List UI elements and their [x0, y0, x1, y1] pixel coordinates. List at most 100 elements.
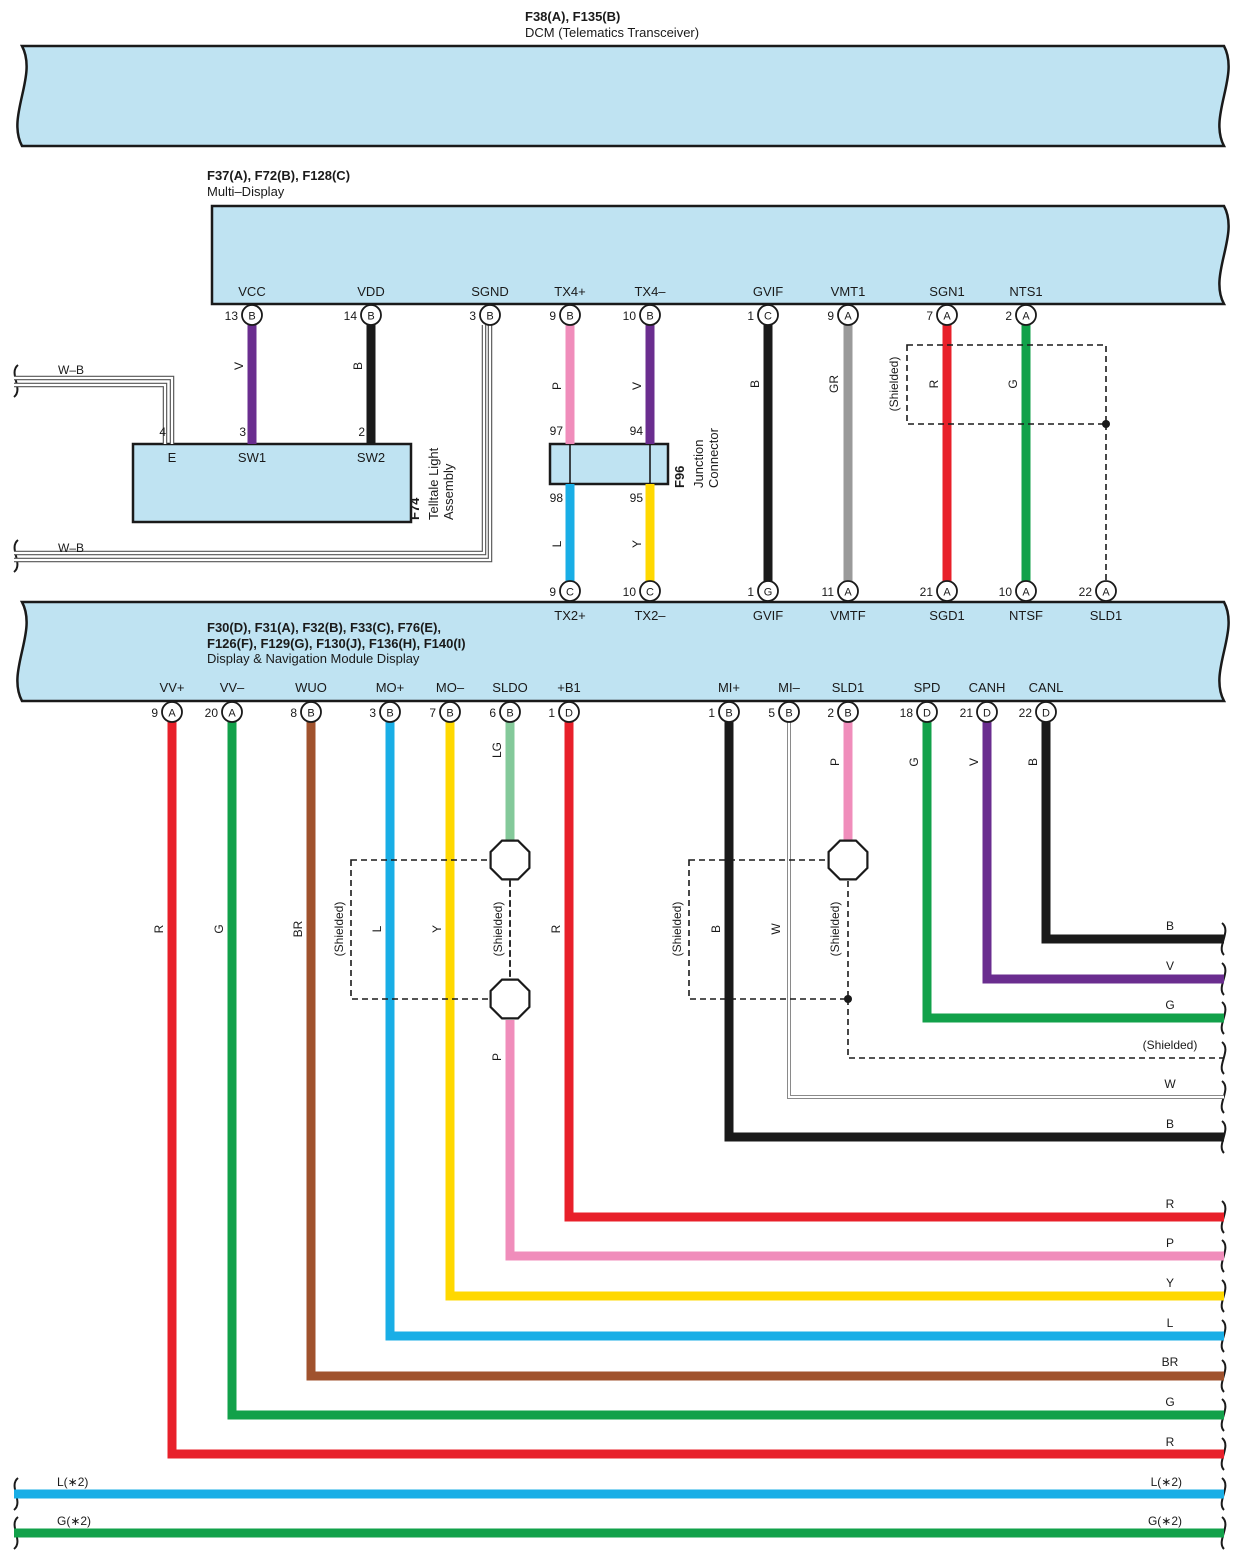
- lower-wire-label-11: V: [967, 758, 981, 766]
- md-pin-label-tx4+: TX4+: [554, 284, 585, 299]
- md-pin-4-pin-number: 10: [623, 309, 637, 323]
- wire-sgnd-2: [14, 325, 487, 556]
- md-pin-6-connector-letter: A: [844, 311, 852, 323]
- nav-bottom-pin-10-connector-letter: D: [923, 708, 931, 720]
- wire-w-b-upper-2: [14, 382, 168, 444]
- nav-top-pin-label-5: NTSF: [1009, 608, 1043, 623]
- nav-bottom-pin-label-7: MI+: [718, 680, 740, 695]
- nav-bottom-pin-4-connector-letter: B: [446, 708, 453, 720]
- telltale-code: F74: [407, 497, 422, 520]
- nav-bottom-pin-label-8: MI–: [778, 680, 800, 695]
- labels-layer: F38(A), F135(B)DCM (Telematics Transceiv…: [57, 9, 1197, 1528]
- right-wire-label-5: B: [1166, 1117, 1174, 1131]
- nav-top-pin-3-connector-letter: A: [844, 587, 852, 599]
- md-pin-2-terminal: [479, 304, 501, 326]
- nav-bottom-pin-7-terminal: [718, 701, 740, 723]
- side-wire-label-lower: W–B: [58, 541, 84, 555]
- nav-bottom-pin-7-connector-letter: B: [725, 708, 732, 720]
- telltale-pin-label-sw2: SW2: [357, 450, 385, 465]
- nav-bottom-pin-9-terminal: [837, 701, 859, 723]
- wire-label-tx4-minus: V: [630, 382, 644, 390]
- nav-top-pin-1-connector-letter: C: [646, 587, 654, 599]
- nav-top-pin-label-2: GVIF: [753, 608, 783, 623]
- nav-bottom-pin-7-pin-number: 1: [708, 706, 715, 720]
- nav-top-pin-5-connector-letter: A: [1022, 587, 1030, 599]
- md-pin-label-vcc: VCC: [238, 284, 265, 299]
- wires-layer: [14, 325, 1224, 1538]
- nav-top-pin-label-4: SGD1: [929, 608, 964, 623]
- md-pin-7-pin-number: 7: [926, 309, 933, 323]
- lower-wire-label-5: LG: [490, 742, 504, 758]
- md-pin-label-vmt1: VMT1: [831, 284, 866, 299]
- md-pin-5-pin-number: 1: [747, 309, 754, 323]
- right-wire-label-8: Y: [1166, 1276, 1174, 1290]
- nav-bottom-pin-0-connector-letter: A: [168, 708, 176, 720]
- nav-bottom-pin-2-pin-number: 8: [290, 706, 297, 720]
- md-pin-0-connector-letter: B: [248, 311, 255, 323]
- nav-top-pin-4-terminal: [936, 580, 958, 602]
- shield-junction-dot: [1102, 420, 1110, 428]
- md-pin-7-terminal: [936, 304, 958, 326]
- lower-wire-label-1: G: [212, 924, 226, 933]
- nav-top-pin-0-terminal: [559, 580, 581, 602]
- right-wire-label-3: (Shielded): [1143, 1038, 1198, 1052]
- wire-b1: [564, 722, 1224, 1222]
- nav-bottom-pin-3-pin-number: 3: [369, 706, 376, 720]
- wire-label-tx2-plus: L: [550, 540, 564, 547]
- nav-top-pin-label-0: TX2+: [554, 608, 585, 623]
- nav-bottom-pin-label-4: MO–: [436, 680, 465, 695]
- wire-canh: [982, 722, 1224, 984]
- nav-bottom-pin-9-pin-number: 2: [827, 706, 834, 720]
- wire-label-vmt: GR: [827, 375, 841, 393]
- shield-label-mi: (Shielded): [670, 902, 684, 957]
- wire-label-tx2-minus: Y: [630, 540, 644, 548]
- wire-mi-minus: [787, 722, 1224, 1099]
- md-pin-6-pin-number: 9: [827, 309, 834, 323]
- telltale-name-line1: Telltale Light: [426, 447, 441, 520]
- wire-label-sgn: R: [927, 379, 941, 388]
- nav-top-pin-1-terminal: [639, 580, 661, 602]
- nav-bottom-pin-4-pin-number: 7: [429, 706, 436, 720]
- md-pin-3-terminal: [559, 304, 581, 326]
- nav-code-line2: F126(F), F129(G), F130(J), F136(H), F140…: [207, 636, 466, 651]
- lower-wire-label-8: W: [769, 923, 783, 935]
- lower-wire-label-6: R: [549, 924, 563, 933]
- shield-label-upper: (Shielded): [887, 357, 901, 412]
- right-wire-label-10: BR: [1162, 1355, 1179, 1369]
- nav-bottom-pin-5-terminal: [499, 701, 521, 723]
- dcm-code: F38(A), F135(B): [525, 9, 620, 24]
- wire-sldo-splice: [505, 1020, 1224, 1261]
- right-wire-label-4: W: [1164, 1077, 1176, 1091]
- bus-wire-1-right-label: L(∗2): [1151, 1475, 1182, 1489]
- wire-label-tx4-plus: P: [550, 382, 564, 390]
- nav-top-pin-6-connector-letter: A: [1102, 587, 1110, 599]
- nav-bottom-pin-10-pin-number: 18: [900, 706, 914, 720]
- nav-top-pin-1-pin-number: 10: [623, 585, 637, 599]
- md-pin-5-terminal: [757, 304, 779, 326]
- side-wire-label-upper: W–B: [58, 363, 84, 377]
- nav-bottom-pin-label-1: VV–: [220, 680, 245, 695]
- md-pin-0-pin-number: 13: [225, 309, 239, 323]
- wire-label-vdd: B: [351, 362, 365, 370]
- md-pin-1-terminal: [360, 304, 382, 326]
- junction-pin-97: 97: [550, 424, 564, 438]
- telltale-pin-number-1: 3: [239, 425, 246, 439]
- shield-label-sld1: (Shielded): [828, 902, 842, 957]
- nav-bottom-pin-4-terminal: [439, 701, 461, 723]
- telltale-pin-number-0: 4: [159, 425, 166, 439]
- md-pin-label-gvif: GVIF: [753, 284, 783, 299]
- md-pin-3-pin-number: 9: [549, 309, 556, 323]
- right-wire-label-7: P: [1166, 1236, 1174, 1250]
- multi-display-code: F37(A), F72(B), F128(C): [207, 168, 350, 183]
- nav-bottom-pin-0-pin-number: 9: [151, 706, 158, 720]
- lower-wire-label-7: B: [709, 925, 723, 933]
- lower-wire-label-2: BR: [291, 920, 305, 937]
- md-pin-6-terminal: [837, 304, 859, 326]
- wire-label-gvif: B: [748, 380, 762, 388]
- lower-wire-label-3: L: [370, 925, 384, 932]
- junction-pin-95: 95: [630, 491, 644, 505]
- lower-wire-label-12: B: [1026, 758, 1040, 766]
- nav-top-pin-2-connector-letter: G: [764, 587, 773, 599]
- break-mark-upper: [13, 364, 19, 398]
- md-pin-label-tx4–: TX4–: [634, 284, 666, 299]
